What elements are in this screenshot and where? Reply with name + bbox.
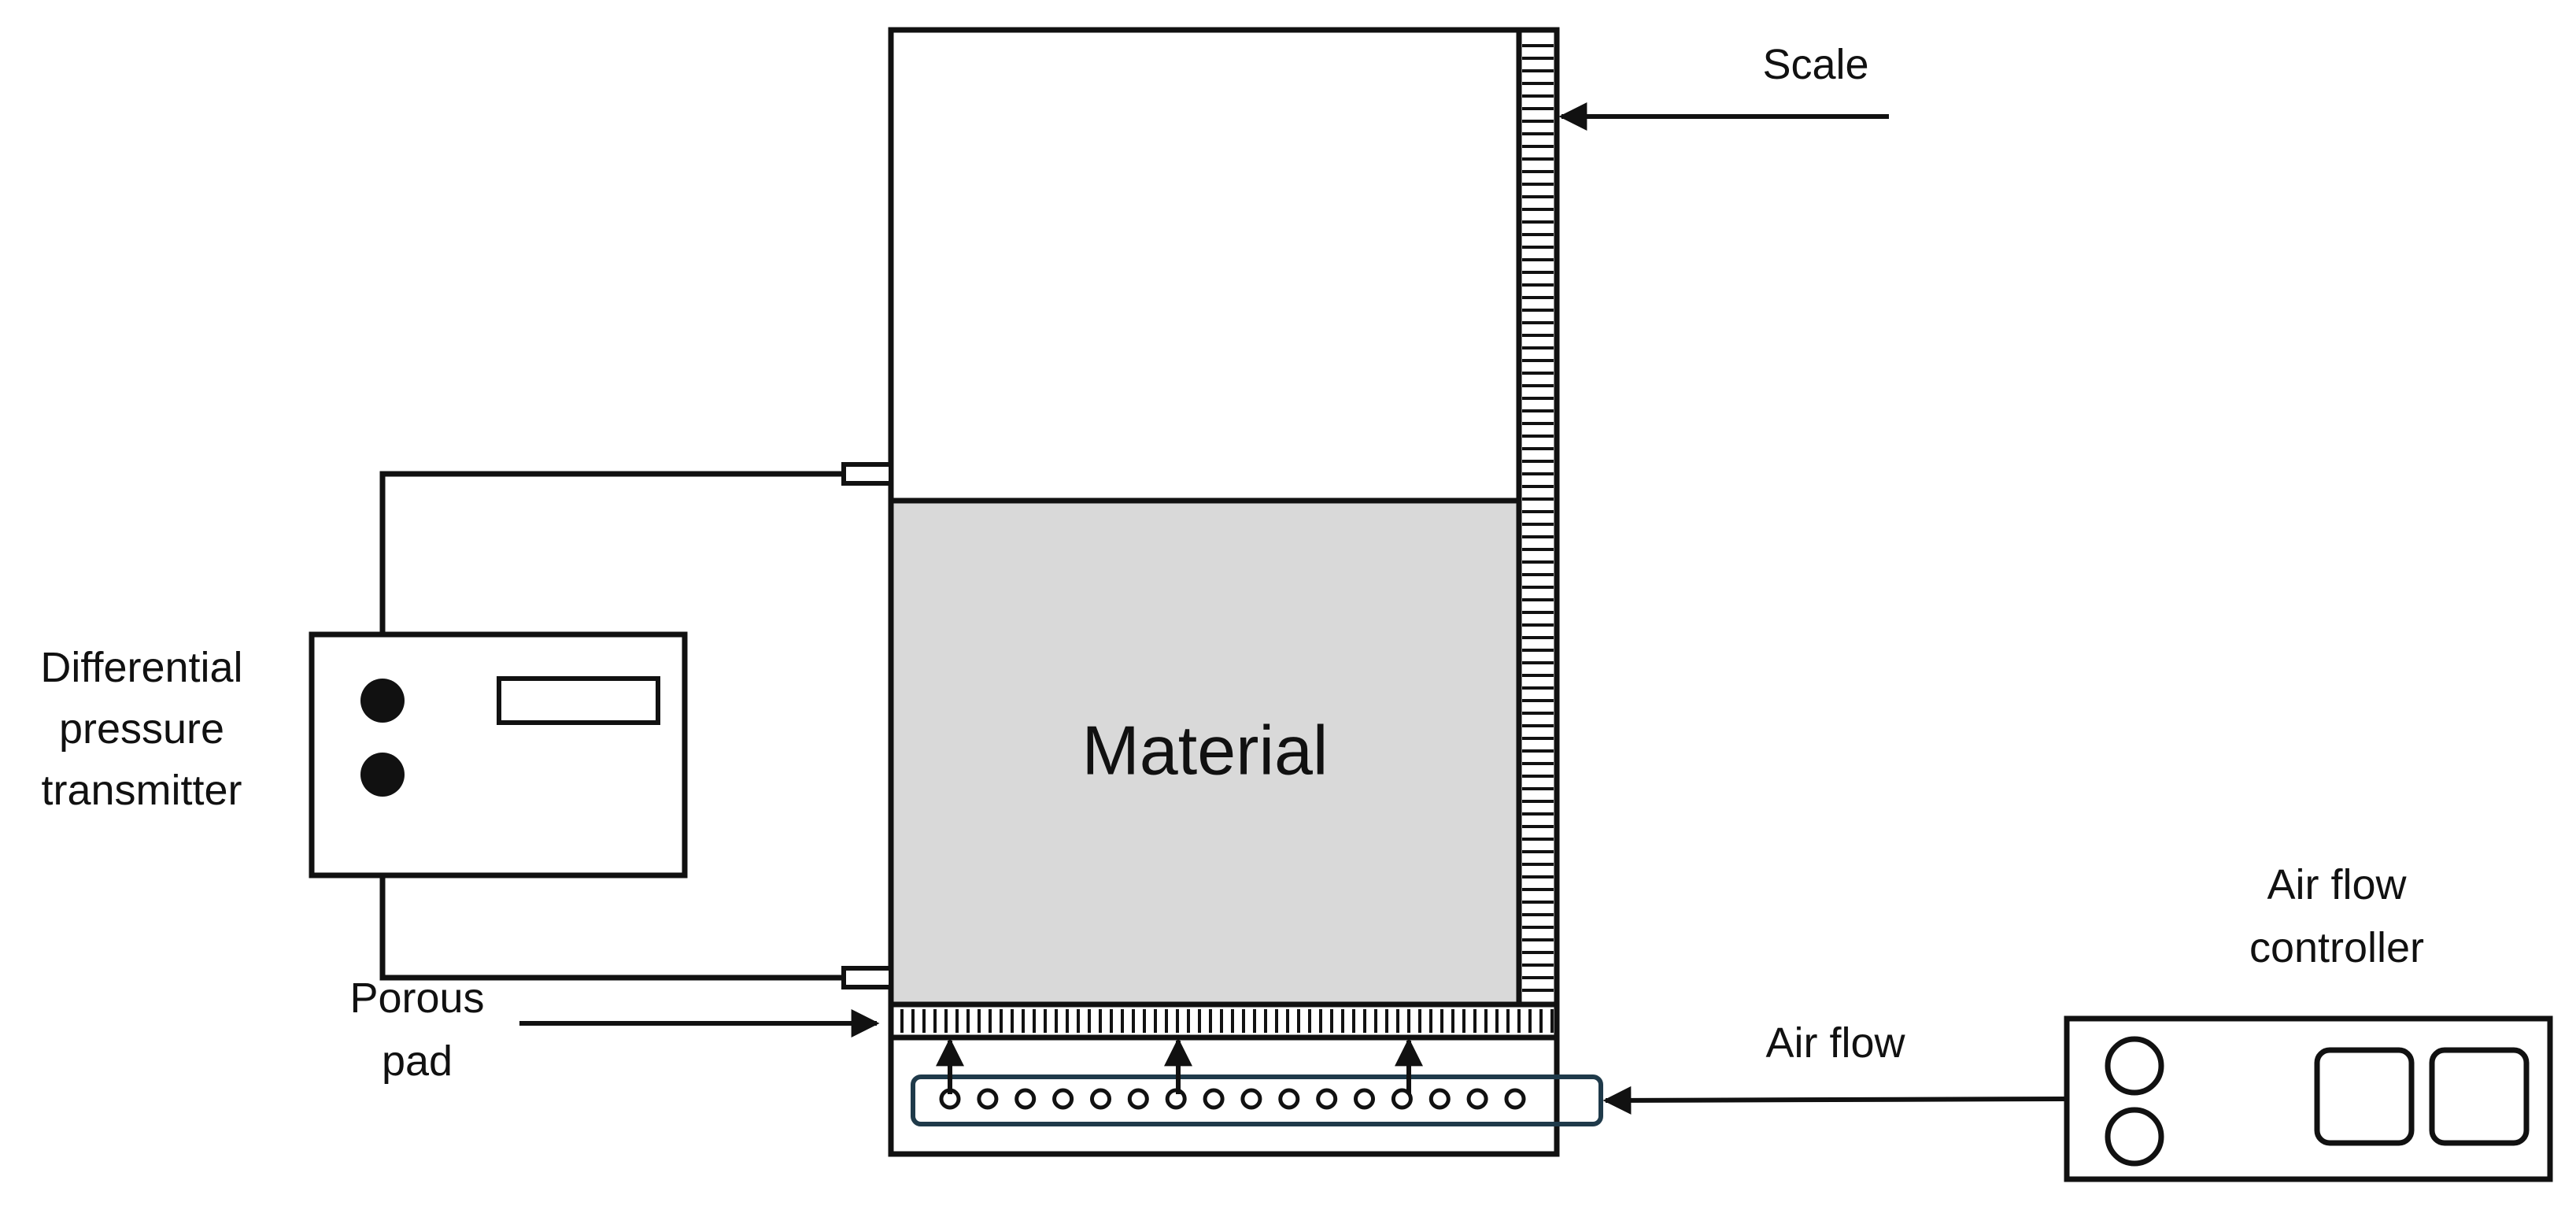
scale-ticks bbox=[1522, 44, 1554, 992]
porous-pad bbox=[888, 1001, 1560, 1041]
transmitter-label-line3: transmitter bbox=[41, 767, 242, 814]
porous-pad-ticks bbox=[900, 1009, 1554, 1033]
air-flow-controller-label-line2: controller bbox=[2249, 924, 2424, 971]
column-upper bbox=[888, 27, 1522, 504]
controller-knob-top bbox=[2105, 1036, 2164, 1096]
air-flow-controller-label: Air flow controller bbox=[2249, 861, 2424, 971]
plenum-hole bbox=[1504, 1088, 1526, 1110]
plenum-hole bbox=[1127, 1088, 1149, 1110]
plenum-hole bbox=[1203, 1088, 1225, 1110]
pressure-tap-lower bbox=[841, 966, 893, 989]
scale-label: Scale bbox=[1762, 41, 1868, 88]
flow-arrows-up bbox=[936, 1038, 1423, 1094]
pressure-port-high bbox=[360, 679, 405, 723]
pressure-port-low bbox=[360, 753, 405, 797]
plenum-hole bbox=[1466, 1088, 1488, 1110]
controller-display-left bbox=[2314, 1047, 2415, 1146]
pressure-tap-upper bbox=[841, 462, 893, 486]
air-flow-arrow bbox=[1602, 1086, 2066, 1115]
porous-pad-label-line2: pad bbox=[382, 1038, 453, 1085]
porous-pad-label-line1: Porous bbox=[349, 975, 484, 1022]
transmitter-label-line1: Differential bbox=[40, 644, 242, 691]
controller-knob-bottom bbox=[2105, 1107, 2164, 1167]
air-flow-controller-label-line1: Air flow bbox=[2267, 861, 2407, 908]
air-flow-label: Air flow bbox=[1765, 1019, 1905, 1067]
transmitter-label: Differential pressure transmitter bbox=[40, 644, 242, 814]
plenum-hole bbox=[1090, 1088, 1111, 1110]
porous-pad-label: Porous pad bbox=[349, 975, 484, 1085]
plenum-hole bbox=[1240, 1088, 1262, 1110]
plenum-hole bbox=[1354, 1088, 1375, 1110]
controller-display-right bbox=[2429, 1047, 2530, 1146]
transmitter-label-line2: pressure bbox=[59, 705, 224, 753]
plenum-hole bbox=[1278, 1088, 1300, 1110]
plenum-hole bbox=[1052, 1088, 1074, 1110]
plenum-hole bbox=[1428, 1088, 1451, 1110]
air-distributor-plenum bbox=[911, 1074, 1603, 1126]
material-label: Material bbox=[1082, 711, 1329, 789]
scale-strip bbox=[1516, 27, 1560, 1008]
transmitter-display bbox=[497, 676, 660, 725]
plenum-hole bbox=[1391, 1088, 1413, 1110]
tubing-upper bbox=[379, 471, 844, 701]
plenum-hole bbox=[977, 1088, 999, 1110]
plenum-hole bbox=[1015, 1088, 1037, 1110]
material-bed bbox=[888, 497, 1522, 1008]
differential-pressure-transmitter bbox=[309, 631, 688, 878]
plenum-hole bbox=[1316, 1088, 1338, 1110]
